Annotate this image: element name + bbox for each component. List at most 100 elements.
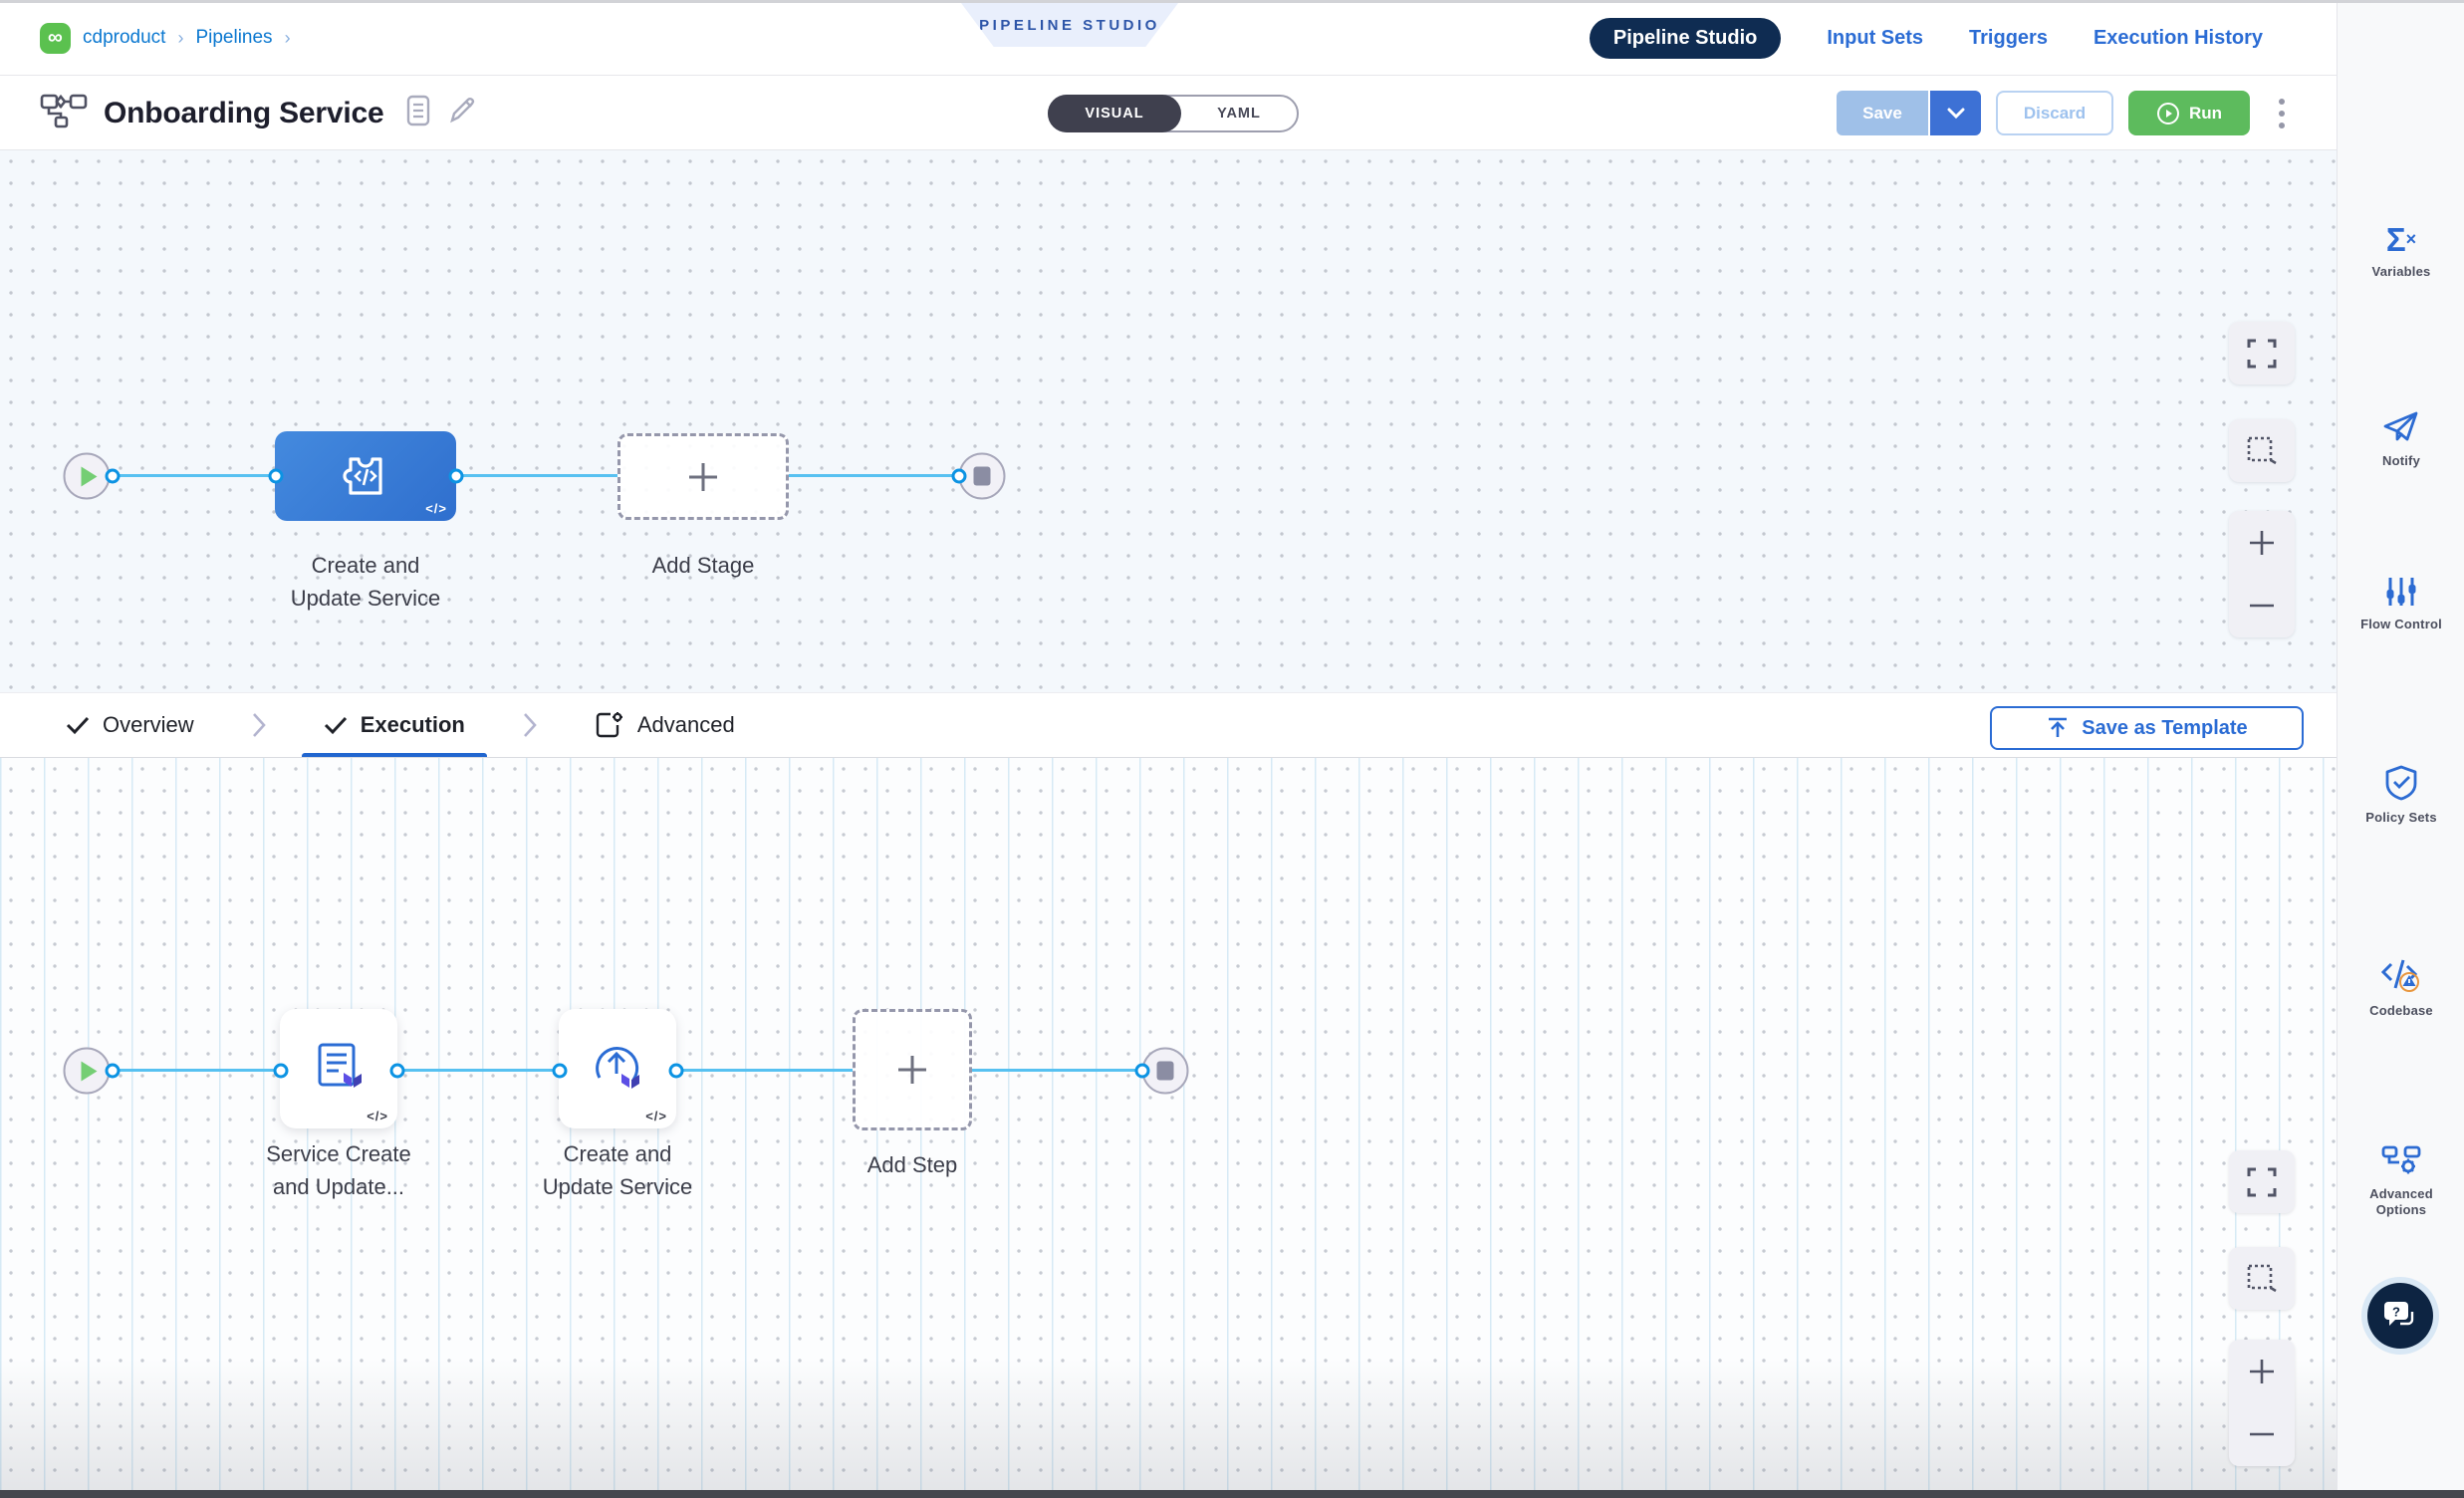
connector-port[interactable] [105, 468, 121, 484]
play-icon [81, 1061, 97, 1081]
upload-icon [2049, 717, 2068, 737]
tab-execution[interactable]: Execution [300, 693, 489, 757]
connector-port[interactable] [268, 468, 284, 484]
chevron-right-icon: › [284, 27, 291, 48]
connector-port[interactable] [105, 1063, 121, 1079]
check-icon [66, 716, 90, 735]
fit-to-screen-button[interactable] [2229, 1150, 2295, 1213]
breadcrumb: ∞ cdproduct › Pipelines › [40, 0, 291, 76]
connector-port[interactable] [273, 1063, 289, 1079]
top-header: ∞ cdproduct › Pipelines › PIPELINE STUDI… [0, 0, 2337, 76]
connector-port[interactable] [552, 1063, 568, 1079]
sidebar-item-flow-control[interactable]: Flow Control [2338, 576, 2464, 632]
service-manifest-icon [318, 1043, 362, 1088]
stop-icon [973, 466, 991, 486]
connector-port[interactable] [1134, 1063, 1150, 1079]
step-node-service-create-update[interactable]: </> [280, 1009, 397, 1128]
variables-sigma-icon: Σ× [2385, 221, 2417, 258]
template-code-badge: </> [645, 1109, 667, 1124]
stage-label-line2: Update Service [290, 586, 441, 611]
paper-plane-icon [2383, 411, 2418, 441]
sidebar-item-label: Notify [2381, 453, 2421, 468]
connector-line [676, 1069, 853, 1072]
stage-node-create-update-service[interactable]: </> [275, 431, 456, 521]
connector-port[interactable] [389, 1063, 405, 1079]
stage-label: Create and Update Service [241, 549, 490, 615]
check-icon [324, 716, 347, 735]
fit-to-screen-button[interactable] [2229, 322, 2295, 384]
save-dropdown-button[interactable] [1928, 91, 1981, 135]
step-label-line2: Update Service [542, 1174, 693, 1199]
tab-pipeline-studio[interactable]: Pipeline Studio [1589, 17, 1782, 59]
connector-port[interactable] [668, 1063, 684, 1079]
description-icon[interactable] [405, 95, 431, 131]
tab-input-sets[interactable]: Input Sets [1827, 26, 1924, 49]
zoom-controls [2229, 511, 2295, 637]
shield-check-icon [2385, 765, 2417, 801]
sidebar-item-label: Variables [2371, 264, 2431, 279]
toggle-visual[interactable]: VISUAL [1048, 95, 1181, 132]
marquee-select-button[interactable] [2229, 1247, 2295, 1310]
step-node-create-update-service[interactable]: </> [559, 1009, 676, 1128]
pipeline-studio-banner: PIPELINE STUDIO [961, 3, 1178, 47]
tab-overview[interactable]: Overview [42, 693, 218, 757]
update-service-icon [596, 1047, 639, 1089]
pipeline-graph-icon [40, 93, 88, 133]
sidebar-item-advanced-options[interactable]: Advanced Options [2338, 1143, 2464, 1218]
svg-text:?: ? [2392, 1305, 2400, 1320]
connector-port[interactable] [951, 468, 967, 484]
marquee-select-button[interactable] [2229, 419, 2295, 482]
edit-pencil-icon[interactable] [447, 96, 477, 130]
step-label-line1: Create and [563, 1141, 672, 1166]
plus-icon [898, 1056, 926, 1084]
save-button[interactable]: Save [1837, 91, 1928, 135]
zoom-in-button[interactable] [2229, 1340, 2295, 1403]
sidebar-item-variables[interactable]: Σ× Variables [2338, 221, 2464, 280]
more-options-kebab-icon[interactable] [2273, 93, 2291, 134]
step-label: Service Create and Update... [249, 1137, 428, 1203]
connector-line [397, 1069, 559, 1072]
template-code-badge: </> [367, 1109, 388, 1124]
sidebar-item-label: Policy Sets [2365, 810, 2437, 825]
tab-triggers[interactable]: Triggers [1969, 26, 2048, 49]
banner-label: PIPELINE STUDIO [979, 16, 1160, 34]
harness-logo-icon[interactable]: ∞ [40, 22, 71, 54]
tab-advanced[interactable]: Advanced [571, 693, 759, 757]
tab-overview-label: Overview [103, 712, 194, 737]
codebase-icon [2381, 959, 2419, 992]
pipeline-stage-canvas[interactable]: </> Create and Update Service Add Stage [0, 150, 2337, 692]
stage-config-tabbar: Overview Execution Advanced Save as Temp… [0, 692, 2337, 758]
add-step-button[interactable] [853, 1009, 972, 1130]
sidebar-item-codebase[interactable]: Codebase [2338, 958, 2464, 1019]
tab-execution-history[interactable]: Execution History [2093, 26, 2263, 49]
sidebar-item-label: Flow Control [2360, 617, 2442, 631]
breadcrumb-project-link[interactable]: cdproduct [83, 27, 166, 48]
sidebar-item-policy-sets[interactable]: Policy Sets [2338, 765, 2464, 826]
plus-icon [689, 462, 717, 491]
sidebar-item-label: Codebase [2369, 1003, 2433, 1018]
run-button[interactable]: Run [2128, 91, 2250, 135]
connector-line [456, 474, 617, 477]
right-sidebar: Σ× Variables Notify Flow Control Policy … [2337, 0, 2464, 1498]
breadcrumb-pipelines-link[interactable]: Pipelines [195, 27, 273, 48]
execution-end-node [1141, 1047, 1189, 1095]
chat-question-icon: ? [2384, 1302, 2414, 1326]
zoom-out-button[interactable] [2229, 1403, 2295, 1467]
zoom-out-button[interactable] [2229, 575, 2295, 638]
help-chat-button[interactable]: ? [2367, 1283, 2433, 1349]
sidebar-item-label: Advanced Options [2369, 1186, 2433, 1217]
connector-port[interactable] [448, 468, 464, 484]
add-stage-button[interactable] [617, 433, 789, 520]
discard-button[interactable]: Discard [1996, 91, 2113, 135]
execution-step-canvas[interactable]: </> </> Service Create and Update... Cr [0, 758, 2337, 1490]
main-area: ∞ cdproduct › Pipelines › PIPELINE STUDI… [0, 0, 2337, 1490]
zoom-in-button[interactable] [2229, 511, 2295, 575]
add-stage-label: Add Stage [651, 553, 755, 578]
step-label-line1: Service Create [266, 1141, 411, 1166]
sidebar-item-notify[interactable]: Notify [2338, 410, 2464, 469]
save-as-template-button[interactable]: Save as Template [1990, 706, 2304, 750]
visual-yaml-toggle: VISUAL YAML [1048, 95, 1299, 132]
stop-icon [1156, 1061, 1174, 1081]
top-nav-tabs: Pipeline Studio Input Sets Triggers Exec… [1589, 0, 2263, 76]
toggle-yaml[interactable]: YAML [1217, 106, 1261, 122]
